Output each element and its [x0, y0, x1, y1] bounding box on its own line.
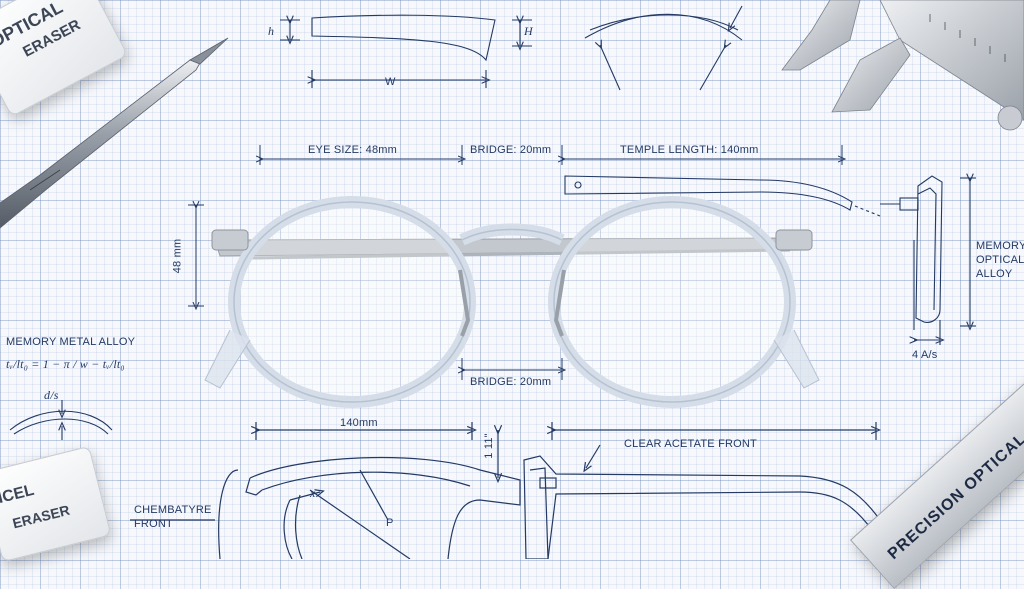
eraser-bottom-label-1: ICEL [0, 481, 36, 508]
caliper [781, 0, 1024, 131]
bridge-bottom-label: BRIDGE: 20mm [470, 376, 552, 388]
left-curve-sketch [9, 400, 113, 440]
eyeglasses [204, 196, 820, 408]
bridge-top-label: BRIDGE: 20mm [470, 144, 552, 156]
hinge-profile-sketch [880, 176, 976, 345]
bottom-front-sketch [130, 422, 521, 559]
dim-111-label: 1 11" [482, 433, 495, 459]
right-optical-label: OPTICAL [976, 254, 1024, 266]
p-marker-label: P [386, 517, 394, 529]
eye-size-label: EYE SIZE: 48mm [308, 144, 397, 156]
blueprint-drawings [0, 0, 1024, 559]
temple-length-label: TEMPLE LENGTH: 140mm [620, 144, 759, 156]
chembatyre-label-2: FRONT [134, 518, 173, 530]
right-memory-label: MEMORY [976, 240, 1024, 252]
right-dim-label: 4 A/s [912, 349, 938, 361]
main-dimensions [188, 145, 842, 380]
x-marker-label: x [310, 486, 316, 500]
top-arc-sketch [584, 5, 743, 91]
side-temple-sketch [564, 175, 881, 217]
ds-label: d/s [44, 388, 59, 402]
w-label: W [385, 76, 396, 88]
clear-acetate-front-label: CLEAR ACETATE FRONT [624, 438, 757, 450]
pen [0, 37, 229, 229]
right-alloy-label: ALLOY [976, 268, 1013, 280]
formula-label: tᵥ/lt₀ = 1 − π / w − tᵥ/lt₀ [6, 357, 125, 371]
h-big-label: H [524, 24, 533, 38]
eraser-bottom-label-2: ERASER [10, 501, 72, 532]
h-small-label: h [268, 24, 275, 38]
height-label: 48 mm [171, 238, 184, 274]
chembatyre-label-1: CHEMBATYRE [134, 504, 212, 516]
dim-140-label: 140mm [340, 417, 378, 429]
top-temple-sketch [280, 14, 532, 88]
memory-metal-alloy-label: MEMORY METAL ALLOY [6, 336, 136, 348]
